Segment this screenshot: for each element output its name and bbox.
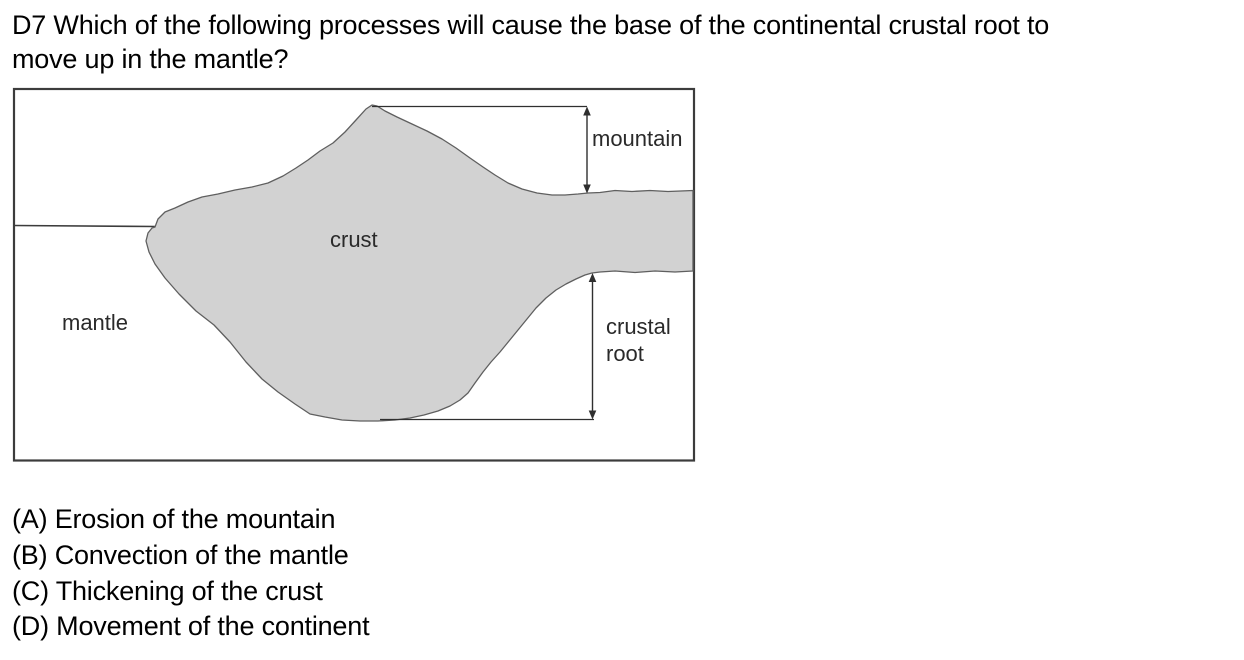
crust-shape — [145, 104, 694, 422]
mountain-height-arrow — [583, 106, 591, 194]
option-a: (A) Erosion of the mountain — [12, 504, 336, 534]
option-c: (C) Thickening of the crust — [12, 575, 323, 606]
label-crustal-root-line2: root — [606, 341, 644, 366]
crustal-root-arrow — [588, 273, 597, 420]
arrow-head-down — [583, 184, 591, 194]
arrow-head-up — [583, 106, 591, 116]
label-mountain: mountain — [592, 126, 683, 151]
question-line-2: move up in the mantle? — [12, 44, 289, 74]
mantle-boundary-line — [13, 224, 157, 228]
option-b: (B) Convection of the mantle — [12, 539, 349, 570]
arrow-head-up — [588, 273, 597, 282]
arrow-head-down — [588, 410, 597, 420]
answer-options: (A) Erosion of the mountain (B) Convecti… — [12, 502, 370, 645]
question-text: D7 Which of the following processes will… — [12, 8, 1049, 76]
label-crust: crust — [330, 227, 378, 252]
label-crustal-root-line1: crustal — [606, 314, 671, 339]
option-d: (D) Movement of the continent — [12, 611, 370, 642]
label-mantle: mantle — [62, 310, 128, 335]
question-line-1: D7 Which of the following processes will… — [12, 10, 1050, 40]
